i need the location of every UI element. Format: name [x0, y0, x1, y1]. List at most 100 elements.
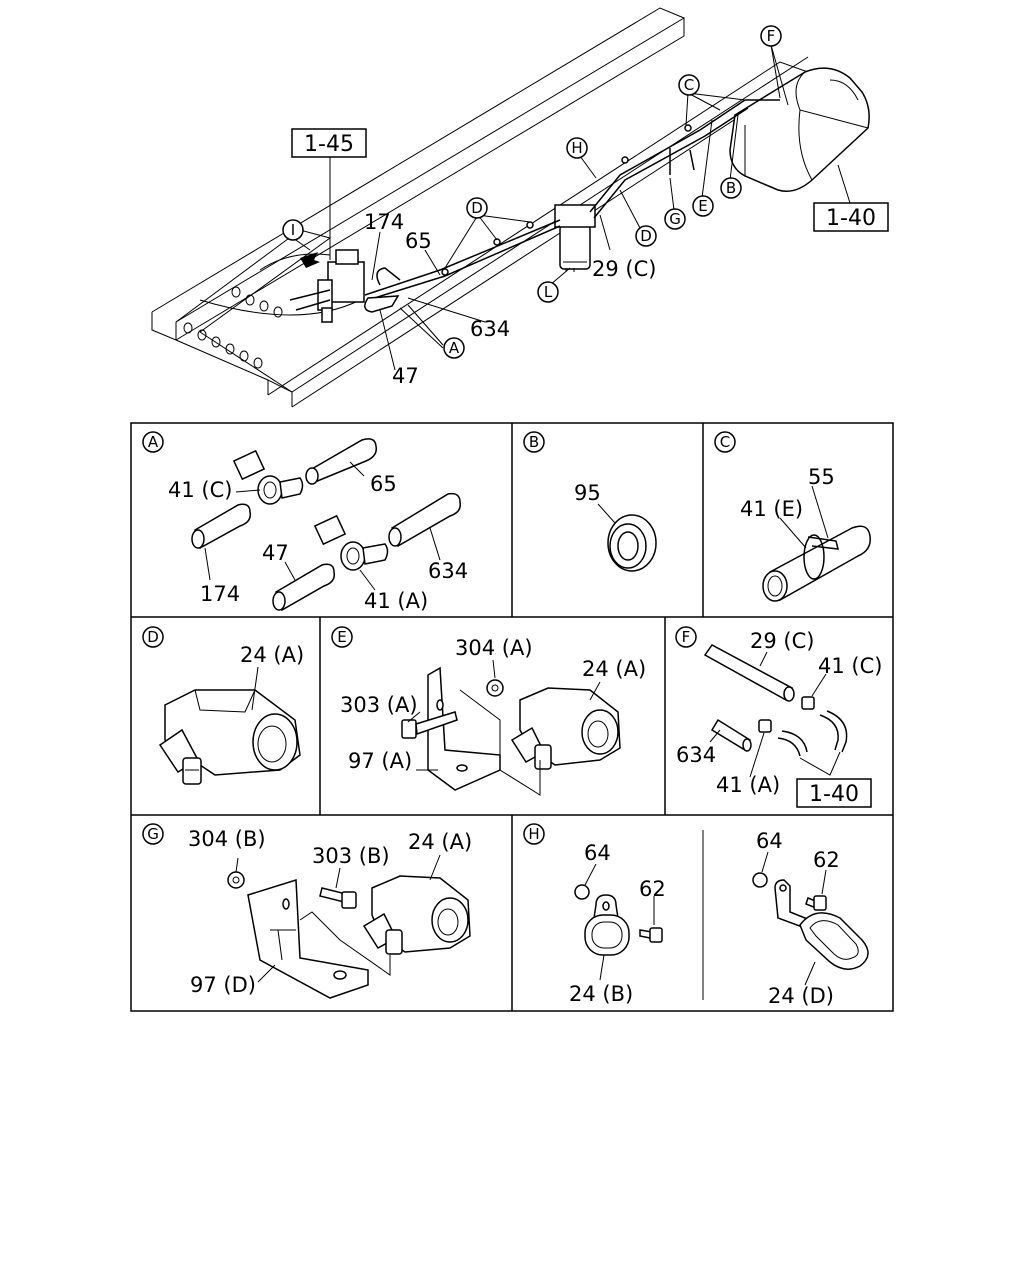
nut-64-right — [752, 872, 768, 888]
clip-24a-g — [362, 875, 471, 955]
panel-E-label-24a: 24 (A) — [582, 657, 646, 681]
part-174-label: 174 — [364, 210, 404, 234]
fuel-tank — [729, 67, 870, 192]
panel-G: G 304 (B) 303 (B) 24 (A) 97 — [142, 823, 472, 999]
panel-A-label-174: 174 — [200, 582, 240, 606]
panel-F-marker: F — [675, 626, 697, 648]
svg-text:D: D — [640, 227, 652, 245]
panel-G-label-97d: 97 (D) — [190, 973, 256, 997]
panel-H-label-24b: 24 (B) — [569, 982, 633, 1006]
panel-A-label-65: 65 — [370, 472, 397, 496]
panel-H: H 64 62 24 (B) — [523, 823, 869, 1008]
leader-lines — [292, 44, 851, 371]
bolt-62-left — [639, 927, 663, 943]
panel-H-label-62-right: 62 — [813, 848, 840, 872]
panel-F-label-29c: 29 (C) — [750, 629, 814, 653]
clip-41c — [232, 449, 304, 505]
panel-A-label-41a: 41 (A) — [364, 589, 428, 613]
ref-1-40-label: 1-40 — [826, 206, 876, 231]
hose-634 — [388, 492, 462, 548]
panel-A-label-634: 634 — [428, 559, 468, 583]
svg-text:F: F — [682, 628, 691, 646]
part-29c-label: 29 (C) — [592, 257, 656, 281]
grommet-95 — [607, 514, 657, 572]
bracket-97d — [247, 878, 369, 999]
panel-E: E 304 (A) 24 (A) 303 (A) 97 — [331, 626, 646, 796]
clip-24d — [774, 879, 869, 970]
panel-H-marker: H — [523, 823, 545, 845]
panel-C-label-55: 55 — [808, 465, 835, 489]
svg-text:D: D — [147, 628, 159, 646]
svg-text:A: A — [148, 433, 159, 451]
panel-H-label-62-left: 62 — [639, 877, 666, 901]
bolt-303b — [319, 887, 357, 909]
hose-47 — [272, 563, 336, 612]
clip-24a — [158, 689, 301, 785]
callout-A: A — [443, 337, 465, 359]
panel-E-marker: E — [331, 626, 353, 648]
part-634-label: 634 — [470, 317, 510, 341]
callout-E: E — [692, 195, 714, 217]
panel-D-marker: D — [142, 626, 164, 648]
panel-D: D 24 (A) — [142, 626, 304, 785]
ref-box-1-45[interactable]: 1-45 — [291, 128, 367, 158]
panel-A-marker: A — [142, 431, 164, 453]
panel-A: A — [142, 431, 468, 613]
panel-E-label-97a: 97 (A) — [348, 749, 412, 773]
callout-D: D — [466, 197, 488, 219]
callout-H: H — [566, 137, 588, 159]
panel-H-label-64-left: 64 — [584, 841, 611, 865]
ref-1-45-label: 1-45 — [304, 132, 354, 157]
callout-D2: D — [635, 225, 657, 247]
panel-F-ref-1-40-label: 1-40 — [809, 782, 859, 807]
fitting-41c — [801, 696, 815, 710]
nut-304b — [227, 871, 245, 889]
panel-F-label-41c: 41 (C) — [818, 654, 882, 678]
svg-text:C: C — [720, 433, 730, 451]
clip-41a — [313, 514, 389, 571]
hose-65 — [305, 438, 378, 485]
callout-L: L — [537, 281, 559, 303]
nut-304a — [486, 679, 504, 697]
svg-text:B: B — [529, 433, 539, 451]
panel-F-ref-1-40[interactable]: 1-40 — [796, 778, 872, 808]
ref-box-1-40[interactable]: 1-40 — [813, 202, 889, 232]
tank-fittings — [777, 710, 848, 757]
callout-C: C — [678, 74, 700, 96]
pipe-29c — [703, 644, 795, 702]
svg-text:A: A — [449, 339, 460, 357]
fuel-lines — [364, 99, 780, 313]
bolt-62-right — [805, 895, 827, 911]
panel-D-label-24a: 24 (A) — [240, 643, 304, 667]
panel-A-label-47: 47 — [262, 541, 289, 565]
pipe-634 — [710, 718, 752, 752]
fitting-41a — [758, 719, 772, 733]
svg-text:D: D — [471, 199, 483, 217]
svg-text:G: G — [147, 825, 159, 843]
svg-text:F: F — [767, 27, 776, 45]
part-47-label: 47 — [392, 364, 419, 388]
svg-text:E: E — [698, 197, 707, 215]
callout-B: B — [720, 177, 742, 199]
panel-G-label-303b: 303 (B) — [312, 844, 390, 868]
detail-grid — [130, 422, 894, 1012]
panel-A-label-41c: 41 (C) — [168, 478, 232, 502]
panel-G-label-24a: 24 (A) — [408, 830, 472, 854]
panel-C-label-41e: 41 (E) — [740, 497, 803, 521]
panel-H-label-64-right: 64 — [756, 829, 783, 853]
callout-G: G — [664, 208, 686, 230]
svg-text:H: H — [571, 139, 582, 157]
hose-174 — [191, 503, 252, 550]
pipe-55 — [762, 525, 871, 602]
panel-F: F 29 (C) 41 (C) 634 41 (A) — [675, 626, 882, 808]
clip-24b — [584, 894, 630, 956]
panel-C-marker: C — [714, 431, 736, 453]
injection-pump — [289, 249, 365, 323]
panel-F-label-634: 634 — [676, 743, 716, 767]
callout-F: F — [760, 25, 782, 47]
panel-F-label-41a: 41 (A) — [716, 773, 780, 797]
panel-E-label-304a: 304 (A) — [455, 636, 533, 660]
svg-text:C: C — [684, 76, 694, 94]
